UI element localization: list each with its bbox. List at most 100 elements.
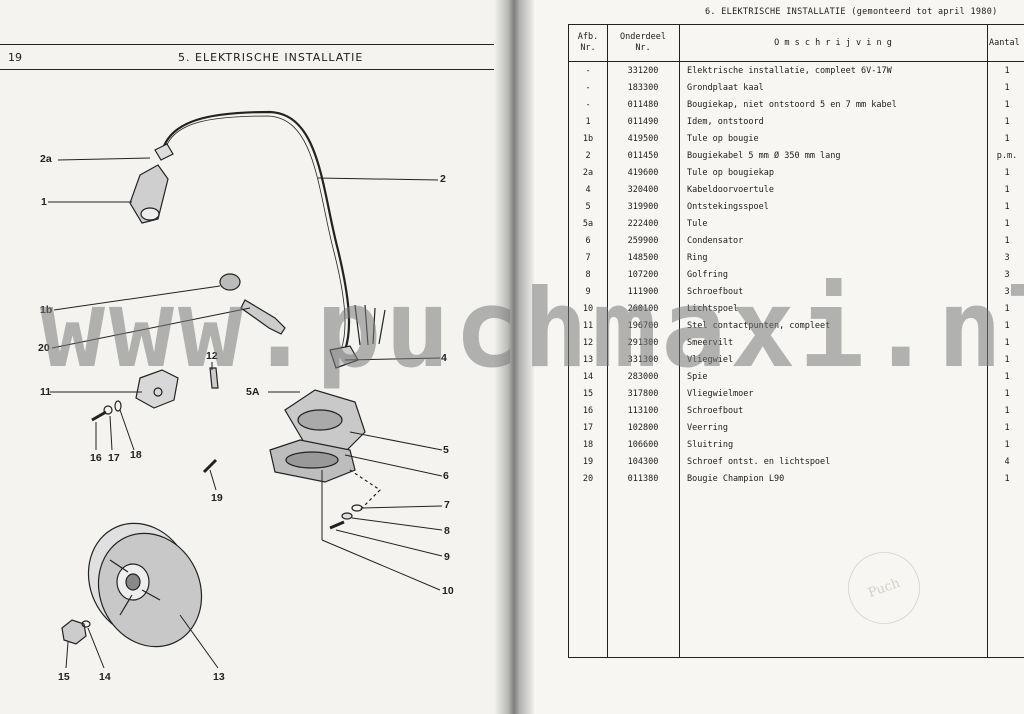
flywheel-nut-part: [61, 619, 87, 645]
row-part-number: 106600: [627, 440, 659, 450]
callout-12: 12: [206, 350, 218, 362]
row-afb: -: [585, 100, 591, 110]
callout-14: 14: [99, 671, 111, 683]
row-part-number: 317800: [627, 389, 659, 399]
row-part-number: 011450: [627, 151, 659, 161]
callout-2a: 2a: [40, 153, 52, 165]
row-afb: 4: [585, 185, 591, 195]
row-part-number: 104300: [627, 457, 659, 467]
row-afb: 9: [585, 287, 591, 297]
row-quantity: 1: [1004, 355, 1010, 365]
row-afb: -: [585, 66, 591, 76]
left-section-title: 5. ELEKTRISCHE INSTALLATIE: [178, 51, 364, 64]
row-quantity: 1: [1004, 117, 1010, 127]
row-description: Smeervilt: [687, 338, 734, 348]
row-part-number: 331300: [627, 355, 659, 365]
right-page: [534, 0, 1024, 714]
callout-11: 11: [40, 386, 52, 398]
callout-16: 16: [90, 452, 102, 464]
spark-plug-cap-part: [129, 164, 169, 224]
row-afb: 14: [582, 372, 594, 382]
callout-13: 13: [213, 671, 225, 683]
row-quantity: 1: [1004, 219, 1010, 229]
row-quantity: 3: [1004, 270, 1010, 280]
row-afb: 18: [582, 440, 594, 450]
row-part-number: 331200: [627, 66, 659, 76]
header-omschrijving: O m s c h r i j v i n g: [774, 37, 892, 48]
row-quantity: 1: [1004, 168, 1010, 178]
row-afb: 12: [582, 338, 594, 348]
callout-2: 2: [440, 173, 446, 185]
row-afb: 11: [582, 321, 594, 331]
table-row: - 331200 Elektrische installatie, compleet…: [569, 63, 1024, 80]
row-description: Tule op bougie: [687, 134, 759, 144]
row-afb: 5: [585, 202, 591, 212]
row-part-number: 260100: [627, 304, 659, 314]
row-afb: 1b: [582, 134, 594, 144]
book-gutter: [494, 0, 534, 714]
row-part-number: 419600: [627, 168, 659, 178]
row-afb: 16: [582, 406, 594, 416]
row-description: Ontstekingsspoel: [687, 202, 769, 212]
row-quantity: 1: [1004, 372, 1010, 382]
callout-18: 18: [130, 449, 142, 461]
contact-points-part: [135, 369, 179, 409]
callout-8: 8: [444, 525, 450, 537]
row-quantity: 1: [1004, 236, 1010, 246]
row-quantity: 4: [1004, 457, 1010, 467]
row-quantity: 1: [1004, 389, 1010, 399]
row-part-number: 111900: [627, 287, 659, 297]
row-part-number: 196700: [627, 321, 659, 331]
right-section-title: 6. ELEKTRISCHE INSTALLATIE (gemonteerd t…: [705, 7, 998, 17]
felt-part: [209, 367, 219, 389]
row-afb: 7: [585, 253, 591, 263]
row-quantity: 1: [1004, 338, 1010, 348]
callout-4: 4: [441, 352, 447, 364]
row-part-number: 319900: [627, 202, 659, 212]
row-part-number: 011490: [627, 117, 659, 127]
row-afb: 17: [582, 423, 594, 433]
row-quantity: 1: [1004, 406, 1010, 416]
row-part-number: 419500: [627, 134, 659, 144]
row-description: Vliegwiel: [687, 355, 734, 365]
row-afb: 15: [582, 389, 594, 399]
row-description: Lichtspoel: [687, 304, 739, 314]
row-quantity: 1: [1004, 440, 1010, 450]
row-description: Schroefbout: [687, 406, 744, 416]
callout-17: 17: [108, 452, 120, 464]
row-quantity: 3: [1004, 253, 1010, 263]
row-description: Elektrische installatie, compleet 6V-17W: [687, 66, 892, 76]
callout-1b: 1b: [40, 304, 53, 316]
row-part-number: 222400: [627, 219, 659, 229]
row-description: Condensator: [687, 236, 744, 246]
row-quantity: 1: [1004, 474, 1010, 484]
ignition-cable: [160, 110, 351, 351]
row-afb: 10: [582, 304, 594, 314]
row-quantity: p.m.: [996, 151, 1018, 161]
row-quantity: 1: [1004, 321, 1010, 331]
grommet-part: [329, 345, 359, 369]
row-quantity: 3: [1004, 287, 1010, 297]
row-quantity: 1: [1004, 423, 1010, 433]
plug-tule-part: [219, 273, 241, 291]
header-aantal: Aantal: [989, 37, 1020, 48]
row-description: Stel contactpunten, compleet: [687, 321, 831, 331]
row-part-number: 183300: [627, 83, 659, 93]
row-afb: 1: [585, 117, 591, 127]
row-description: Bougie Champion L90: [687, 474, 785, 484]
row-afb: 8: [585, 270, 591, 280]
row-description: Golfring: [687, 270, 728, 280]
row-description: Tule op bougiekap: [687, 168, 774, 178]
row-afb: 19: [582, 457, 594, 467]
callout-6: 6: [443, 470, 449, 482]
